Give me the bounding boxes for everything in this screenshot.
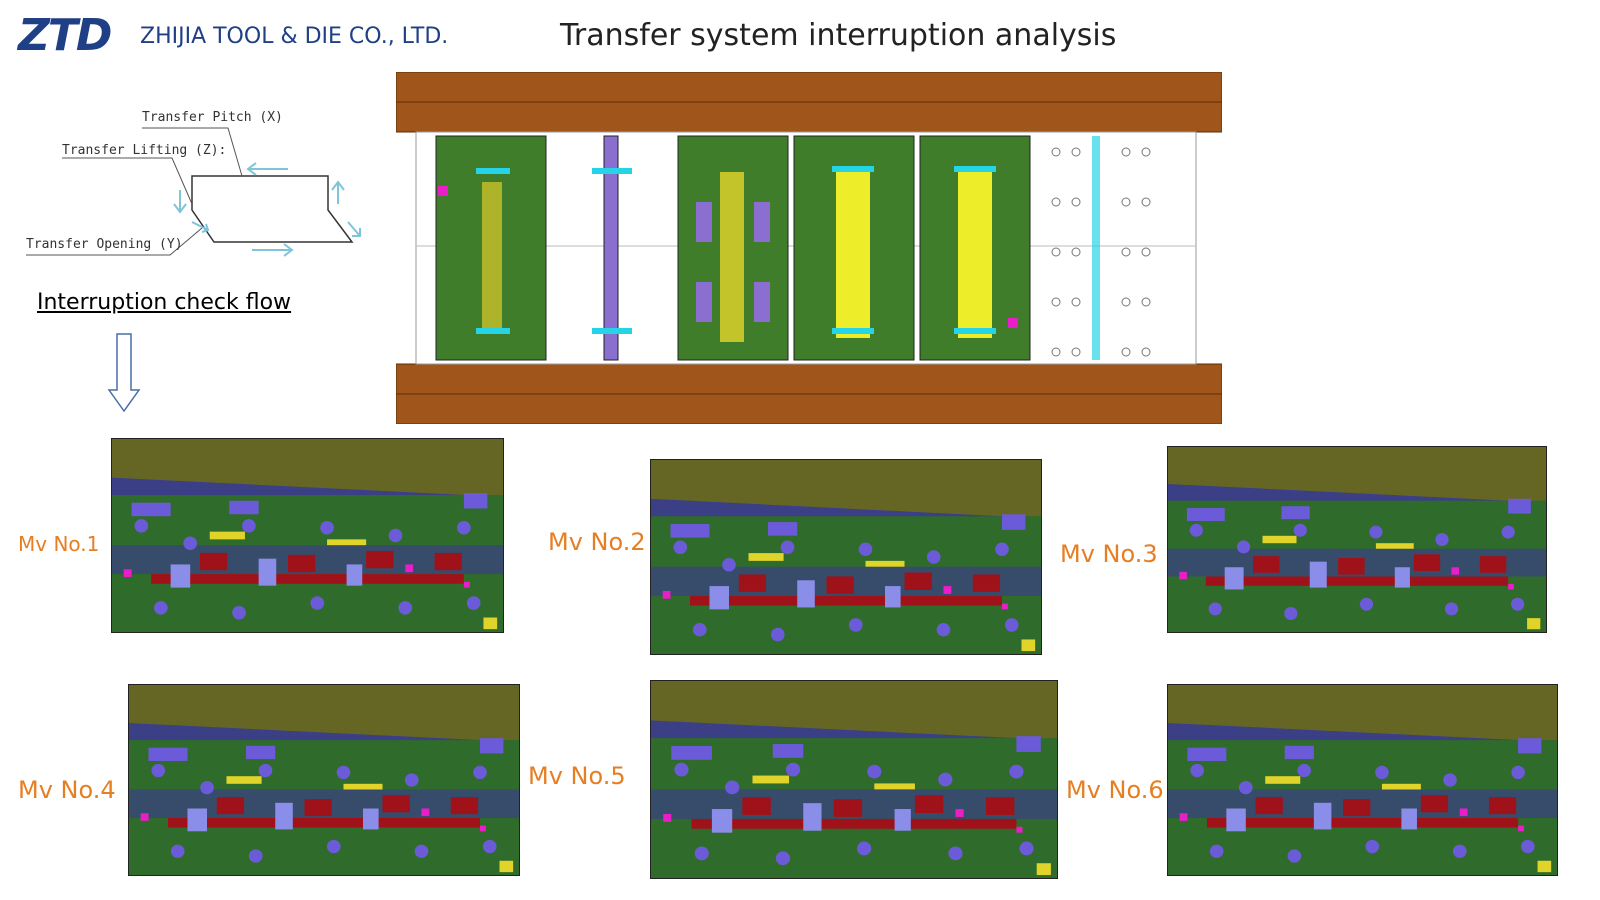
movement-screenshot-4: [128, 684, 520, 876]
die-layout-plan: [395, 71, 1223, 425]
page-title: Transfer system interruption analysis: [560, 18, 1117, 53]
company-logo: ZTD: [18, 10, 112, 61]
movement-label-5: Mv No.5: [528, 762, 626, 790]
movement-label-4: Mv No.4: [18, 776, 116, 804]
movement-label-2: Mv No.2: [548, 528, 646, 556]
transfer-opening-label: Transfer Opening (Y): [26, 237, 183, 252]
company-name: ZHIJIA TOOL & DIE CO., LTD.: [140, 24, 449, 49]
down-arrow-icon: [107, 333, 141, 413]
movement-label-3: Mv No.3: [1060, 540, 1158, 568]
interruption-check-flow-title: Interruption check flow: [37, 290, 292, 315]
movement-screenshot-3: [1167, 446, 1547, 633]
movement-screenshot-2: [650, 459, 1042, 655]
movement-screenshot-1: [111, 438, 504, 633]
movement-screenshot-5: [650, 680, 1058, 879]
movement-label-6: Mv No.6: [1066, 776, 1164, 804]
transfer-pitch-label: Transfer Pitch (X): [142, 110, 283, 125]
transfer-lifting-label: Transfer Lifting (Z):: [62, 143, 227, 158]
transfer-motion-diagram: Transfer Pitch (X) Transfer Lifting (Z):…: [20, 100, 380, 270]
movement-screenshot-6: [1167, 684, 1558, 876]
movement-label-1: Mv No.1: [18, 532, 100, 556]
transfer-diagram-graphic: [26, 127, 361, 257]
die-layout-graphic: [395, 71, 1223, 425]
